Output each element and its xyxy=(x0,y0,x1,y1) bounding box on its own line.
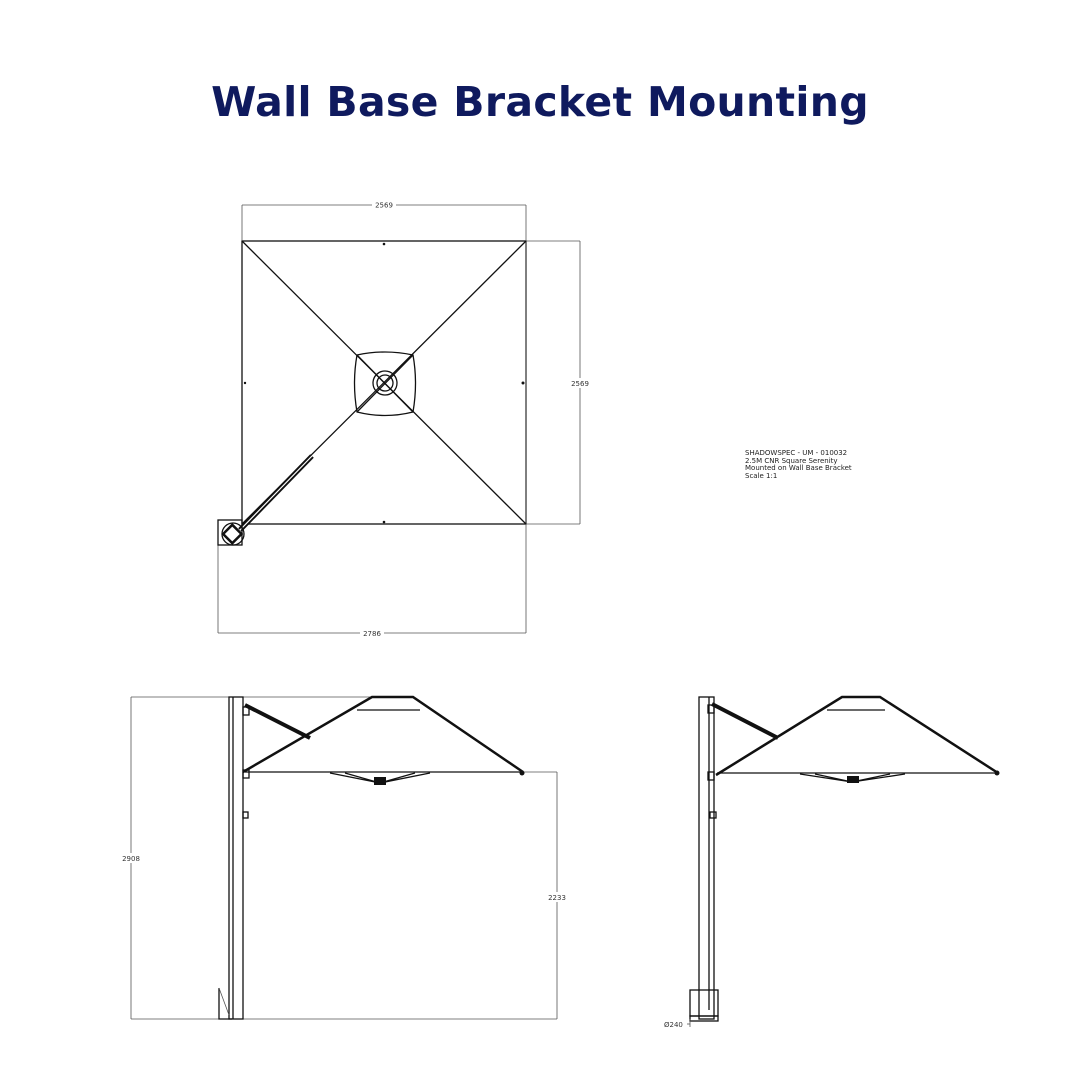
base-plate xyxy=(218,988,232,1020)
canopy xyxy=(242,695,524,774)
dimension-lines xyxy=(217,204,581,634)
end-view: Ø240 xyxy=(664,695,1000,1029)
scale-note: Scale 1:1 xyxy=(745,471,778,480)
drawing-number: SHADOWSPEC - UM - 010032 xyxy=(745,449,848,457)
product-name: 2.5M CNR Square Serenity xyxy=(745,456,838,465)
page-title: Wall Base Bracket Mounting xyxy=(211,78,869,126)
pole xyxy=(228,696,244,1020)
hub-circle xyxy=(372,370,398,396)
plan-view: 2569 2569 2786 xyxy=(217,200,592,638)
overall-height-dim: 2908 xyxy=(122,855,140,863)
plan-overall-dim: 2786 xyxy=(363,630,381,638)
title-block-notes: SHADOWSPEC - UM - 010032 2.5M CNR Square… xyxy=(745,449,852,480)
canopy xyxy=(715,695,999,777)
mount-description: Mounted on Wall Base Bracket xyxy=(745,464,852,472)
side-view: 2908 2233 xyxy=(121,695,569,1020)
plan-depth-dim: 2569 xyxy=(571,380,589,388)
clearance-dim: 2233 xyxy=(548,894,566,902)
strut xyxy=(711,702,779,740)
pole xyxy=(698,696,715,1020)
plan-width-dim: 2569 xyxy=(375,202,393,210)
strut xyxy=(244,703,311,740)
base-diameter-dim: Ø240 xyxy=(664,1021,683,1029)
